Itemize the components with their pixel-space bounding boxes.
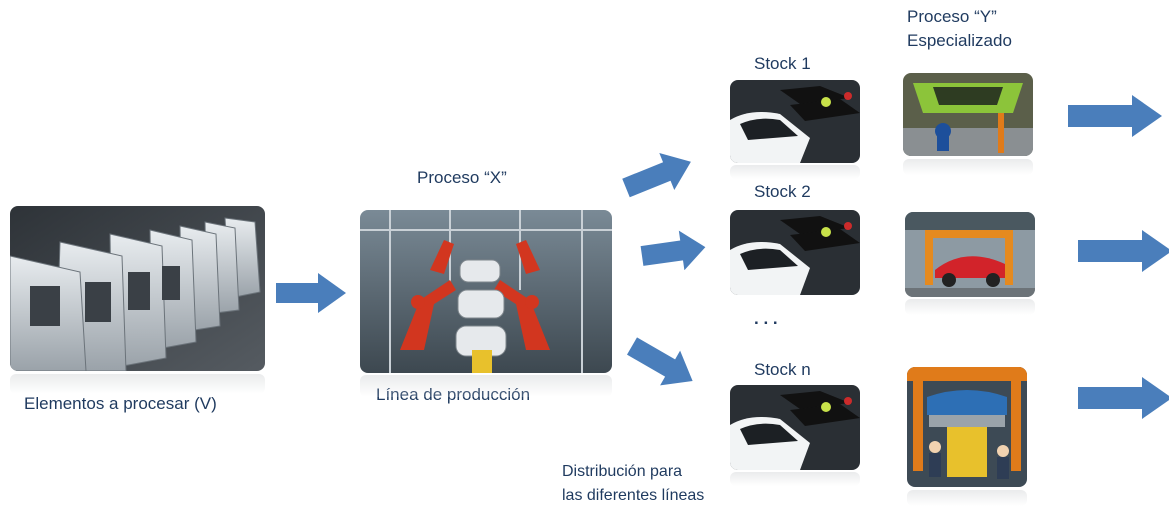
stock-2-label: Stock 2	[754, 182, 811, 201]
stock-1-label: Stock 1	[754, 54, 811, 73]
proceso-y-photo-1-reflection	[903, 159, 1033, 175]
elementos-label: Elementos a procesar (V)	[24, 394, 217, 413]
right-arrow-icon	[640, 230, 706, 270]
distribucion-line1: Distribución para	[562, 463, 683, 480]
right-arrow-icon	[622, 152, 691, 198]
stock-n-reflection	[730, 472, 860, 486]
proceso-y-photo-1	[903, 73, 1033, 156]
distribucion-line2: las diferentes líneas	[562, 487, 705, 504]
stock-n-label: Stock n	[754, 360, 811, 379]
proceso-y-photo-2	[905, 212, 1035, 297]
right-arrow-icon	[276, 273, 346, 313]
car-shells-photo	[10, 206, 265, 371]
stock-2-photo	[730, 210, 860, 295]
right-arrow-icon	[1078, 377, 1169, 419]
proceso-y-title-line2: Especializado	[907, 31, 1012, 50]
right-arrow-icon	[1078, 230, 1169, 272]
stock-1-photo	[730, 80, 860, 163]
right-arrow-icon	[1068, 95, 1162, 137]
production-line-photo	[360, 210, 612, 373]
proceso-x-label: Proceso “X”	[417, 168, 507, 187]
dots-ellipsis: . . .	[754, 309, 778, 328]
proceso-y-title-line1: Proceso “Y”	[907, 7, 997, 26]
proceso-y-photo-2-reflection	[905, 299, 1035, 315]
car-shells-reflection	[10, 374, 265, 394]
proceso-y-photo-3-reflection	[907, 490, 1027, 506]
stock-1-reflection	[730, 165, 860, 179]
proceso-y-photo-3	[907, 367, 1027, 487]
linea-label: Línea de producción	[376, 385, 531, 404]
production-line-reflection	[360, 375, 612, 397]
right-arrow-icon	[627, 337, 693, 386]
stock-n-photo	[730, 385, 860, 470]
